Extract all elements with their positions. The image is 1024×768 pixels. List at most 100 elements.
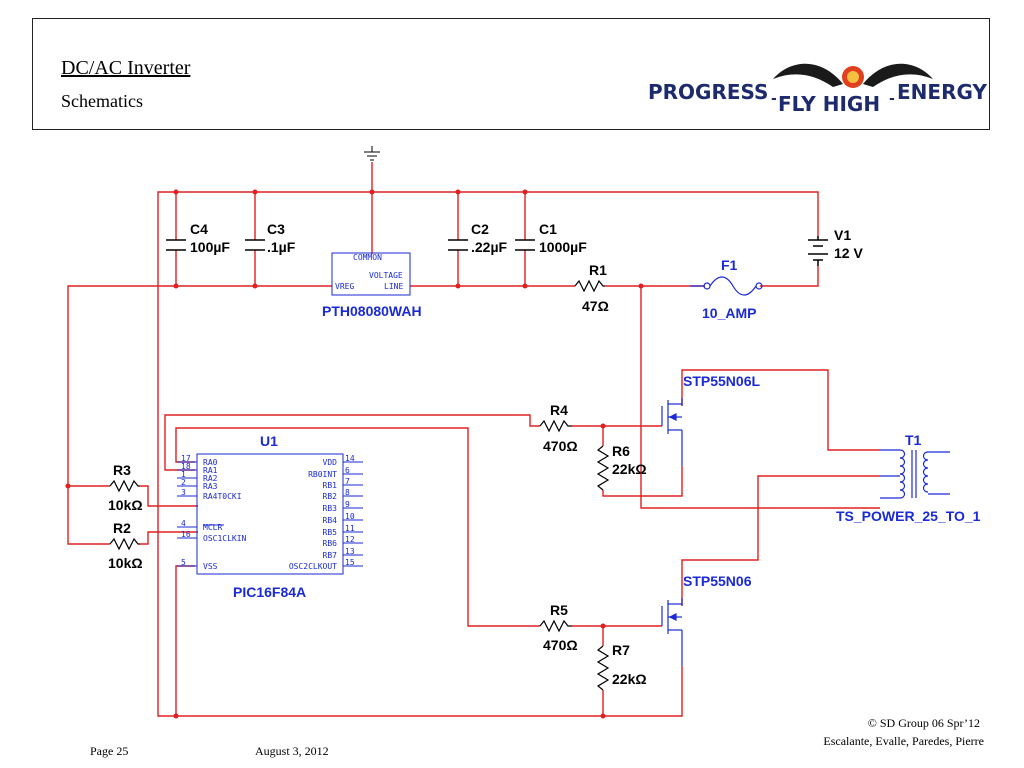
wire-ra1-r4 [164,414,540,471]
mcu-pin-name: RB4 [323,516,338,525]
c4-value: 100µF [190,239,230,255]
r2-ref: R2 [113,520,131,536]
mcu-pin-name: RB0INT [308,470,337,479]
mcu-pin-number: 4 [181,519,186,528]
q2-part: STP55N06 [683,573,752,589]
mcu-pin-number: 12 [345,535,355,544]
junctions [65,189,644,719]
wire-supply-down [640,286,880,509]
mcu-pin-name: VSS [203,562,218,571]
junction-dot [600,713,606,719]
resistors [109,279,610,691]
mcu-pin-number: 11 [345,524,355,533]
mcu-pin-number: 16 [181,530,191,539]
c3-ref: C3 [267,221,285,237]
mcu-pin-number: 10 [345,512,355,521]
r5-value: 470Ω [543,637,578,653]
logo-text-middle: FLY HIGH [778,92,880,116]
r1-value: 47Ω [582,298,609,314]
r2-value: 10kΩ [108,555,143,571]
r5-ref: R5 [550,602,568,618]
mcu-pin-number: 9 [345,500,350,509]
mosfet-q1 [661,398,683,466]
t1-ref: T1 [905,432,922,448]
u1-ref: U1 [260,433,278,449]
mcu-pin-number: 8 [345,488,350,497]
mcu-pin-number: 5 [181,558,186,567]
mcu-pin-name: RB7 [323,551,338,560]
junction-dot [522,189,528,195]
junction-dot [173,189,179,195]
junction-dot [455,283,461,289]
regulator-part: PTH08080WAH [322,303,422,319]
page-title: DC/AC Inverter [61,57,191,79]
footer-copyright: © SD Group 06 Spr’12 [867,716,980,730]
mcu-pin-number: 18 [181,462,191,471]
wire-ra0-r5 [175,427,540,627]
fuse-f1 [690,276,763,296]
logo-sep-left: - [771,91,777,107]
mcu-pin-number: 6 [345,466,350,475]
r7-zigzag [596,645,610,691]
mcu-pin-name: OSC2CLKOUT [289,562,337,571]
mcu-pin-name: RA2 [203,474,218,483]
regulator-pin-line: LINE [384,282,403,291]
progress-energy-logo: PROGRESS - FLY HIGH - ENERGY [648,63,987,116]
mcu-right-pins: 14VDD6RB0INT7RB18RB29RB310RB411RB512RB61… [289,454,363,571]
wire-r6-bot [602,466,683,497]
u1-part: PIC16F84A [233,584,306,600]
mcu-pin-name: MCLR [203,523,222,532]
junction-dot [522,283,528,289]
r6-zigzag [596,445,610,491]
f1-ref: F1 [721,257,738,273]
mcu-pin-number: 2 [181,478,186,487]
r3-value: 10kΩ [108,497,143,513]
footer-date: August 3, 2012 [255,744,329,758]
r2-zigzag [109,537,140,551]
mcu-pin-number: 15 [345,558,355,567]
logo-left-wing [773,63,843,87]
r6-ref: R6 [612,443,630,459]
r3-ref: R3 [113,462,131,478]
regulator-pin-common: COMMON [353,253,382,262]
c2-value: .22µF [471,239,508,255]
junction-dot [173,713,179,719]
logo-right-wing [863,63,933,87]
regulator-pin-vreg: VREG [335,282,354,291]
junction-dot [252,189,258,195]
regulator-pin-voltage: VOLTAGE [369,271,403,280]
c1-ref: C1 [539,221,557,237]
mcu-pin-number: 13 [345,547,355,556]
mcu-pin-number: 3 [181,488,186,497]
r7-ref: R7 [612,642,630,658]
wire-vreg-bus [67,285,332,486]
r1-ref: R1 [589,262,607,278]
junction-dot [252,283,258,289]
wire-r2-right [140,531,198,545]
transformer-t1 [880,449,950,499]
r4-ref: R4 [550,402,568,418]
r7-value: 22kΩ [612,671,647,687]
v1-value: 12 V [834,245,863,261]
mcu-pin-number: 14 [345,454,355,463]
mcu-pin-name: RB6 [323,539,338,548]
junction-dot [600,423,606,429]
mcu-pin-name: RA4T0CKI [203,492,242,501]
junction-dot [600,623,606,629]
mcu-pin-name: RB3 [323,504,338,513]
battery-v1 [808,236,828,266]
wire-r2-left [67,486,110,545]
wire-q2-drain [681,475,880,606]
junction-dot [369,189,375,195]
f1-value: 10_AMP [702,305,756,321]
c4-ref: C4 [190,221,208,237]
footer-page-number: Page 25 [90,744,129,758]
r5-zigzag [539,619,572,633]
mcu-pin-number: 7 [345,477,350,486]
v1-ref: V1 [834,227,851,243]
r4-zigzag [539,419,572,433]
logo-emblem-core [847,71,859,83]
wires [67,162,880,717]
